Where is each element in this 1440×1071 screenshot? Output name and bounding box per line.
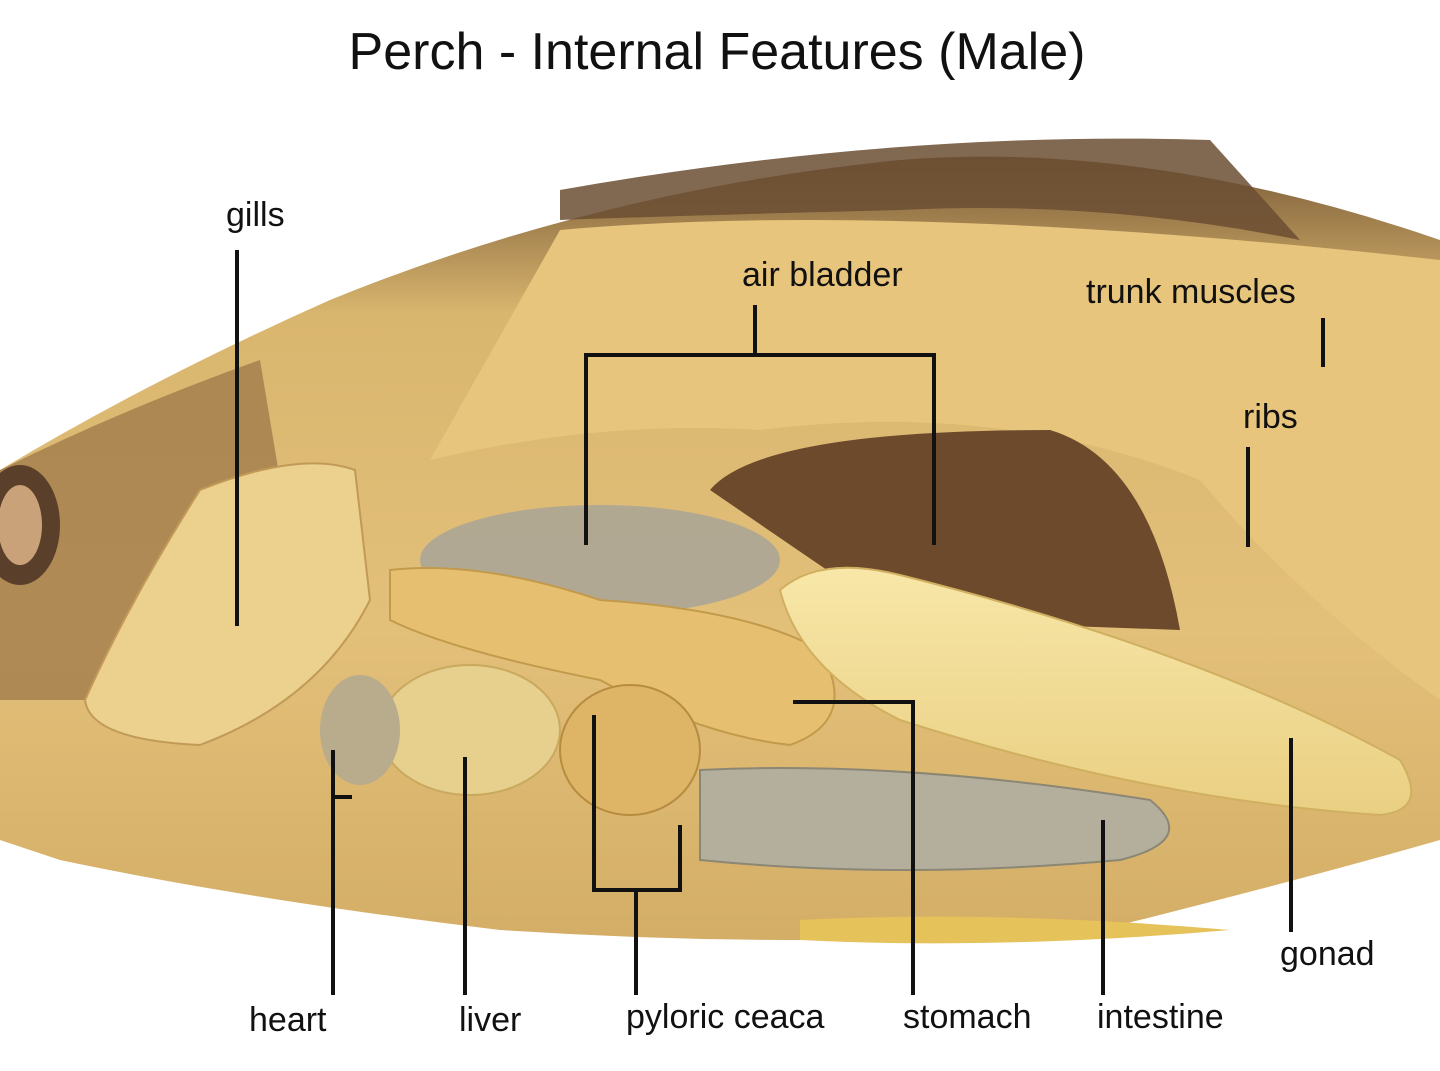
label-stomach: stomach xyxy=(903,998,1032,1036)
diagram-title: Perch - Internal Features (Male) xyxy=(348,23,1086,81)
stomach-leader xyxy=(793,700,915,995)
pyloric-caeca xyxy=(559,684,701,816)
label-pyloric-ceaca: pyloric ceaca xyxy=(626,998,825,1036)
ventral-fin xyxy=(800,916,1230,944)
label-gills: gills xyxy=(226,196,285,234)
label-intestine: intestine xyxy=(1097,998,1224,1036)
label-trunk-muscles: trunk muscles xyxy=(1086,273,1296,311)
label-liver: liver xyxy=(459,1001,522,1039)
heart xyxy=(320,675,400,785)
trunk-muscles xyxy=(430,220,1440,700)
intestine xyxy=(699,767,1171,871)
label-heart: heart xyxy=(249,1001,327,1039)
label-gonad: gonad xyxy=(1280,935,1375,973)
dorsal-fin xyxy=(560,138,1300,240)
gills xyxy=(83,462,372,747)
air-bladder-bracket-arms xyxy=(584,353,936,545)
gonad xyxy=(778,566,1413,817)
liver xyxy=(379,664,561,796)
leader-lines xyxy=(235,250,1325,995)
label-ribs: ribs xyxy=(1243,398,1298,436)
body-cavity xyxy=(710,430,1180,630)
label-air-bladder: air bladder xyxy=(742,256,903,294)
stomach xyxy=(389,567,836,747)
